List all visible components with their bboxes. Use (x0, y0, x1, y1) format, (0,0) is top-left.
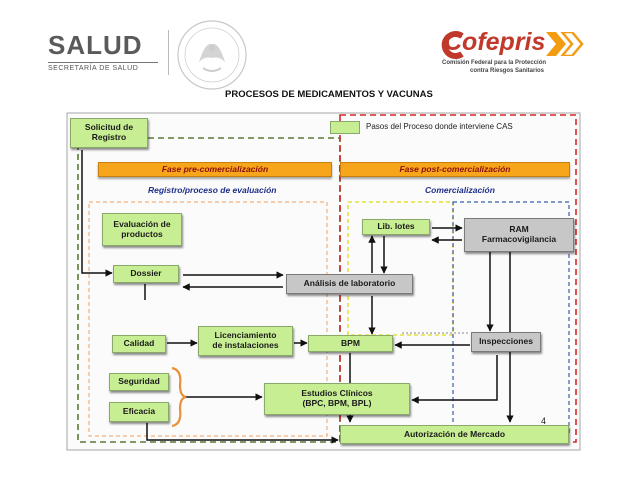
label-registro-evaluacion: Registro/proceso de evaluación (148, 185, 277, 195)
box-inspecciones: Inspecciones (471, 332, 541, 352)
page-title: PROCESOS DE MEDICAMENTOS Y VACUNAS (225, 89, 433, 100)
box-analisis-laboratorio: Análisis de laboratorio (286, 274, 413, 294)
box-evaluacion-productos: Evaluación de productos (102, 213, 182, 246)
legend-label: Pasos del Proceso donde interviene CAS (366, 122, 513, 131)
phase-pre-commercialization: Fase pre-comercialización (98, 162, 332, 177)
legend-swatch (330, 121, 360, 134)
box-lib-lotes: Lib. lotes (362, 219, 430, 235)
box-solicitud-registro: Solicitud de Registro (70, 118, 148, 148)
vertical-divider (168, 30, 169, 75)
phase-post-commercialization: Fase post-comercialización (340, 162, 570, 177)
box-calidad: Calidad (112, 335, 166, 353)
box-autorizacion-mercado: Autorización de Mercado (340, 425, 569, 444)
evaluation-region (88, 201, 328, 437)
box-bpm: BPM (308, 335, 393, 352)
cofepris-wordmark: Cofepris (444, 28, 546, 56)
label-comercializacion: Comercialización (425, 185, 495, 195)
box-ram-farmacovigilancia: RAM Farmacovigilancia (464, 218, 574, 252)
box-seguridad: Seguridad (109, 373, 169, 391)
salud-subtitle: SECRETARÍA DE SALUD (48, 65, 139, 72)
page-number: 4 (541, 416, 547, 426)
cofepris-subtitle-line1: Comisión Federal para la Protección (442, 60, 547, 66)
cofepris-logo: Cofepris Comisión Federal para la Protec… (440, 26, 590, 86)
salud-underline (48, 62, 158, 63)
mexico-seal-icon (177, 20, 247, 90)
salud-wordmark: SALUD (48, 30, 143, 60)
box-licenciamiento: Licenciamiento de instalaciones (198, 326, 293, 356)
box-dossier: Dossier (113, 265, 179, 283)
arrow-solicitud-dossier (81, 150, 113, 277)
cofepris-subtitle-line2: contra Riesgos Sanitarios (470, 68, 545, 74)
seg-efi-brace (171, 366, 187, 428)
box-eficacia: Eficacia (109, 402, 169, 422)
cofepris-c-icon (441, 31, 464, 59)
arrow-inspecciones-estudios (411, 355, 498, 404)
box-estudios-clinicos: Estudios Clínicos (BPC, BPM, BPL) (264, 383, 410, 415)
cofepris-chevrons-icon (546, 32, 584, 56)
arrow-eficacia-autorizacion (146, 423, 339, 444)
commercialization-region (347, 201, 454, 336)
salud-logo: SALUD SECRETARÍA DE SALUD (40, 30, 160, 80)
